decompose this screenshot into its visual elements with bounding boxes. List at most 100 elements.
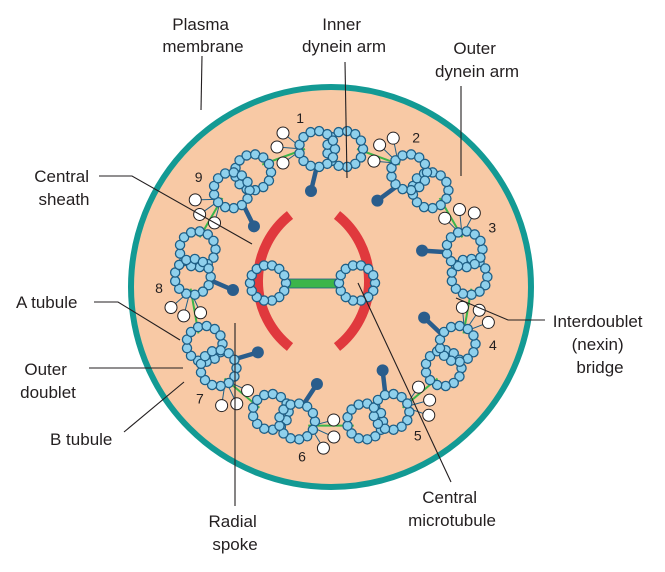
tubule-subunit — [285, 433, 296, 444]
tubule-subunit — [275, 391, 287, 403]
spoke-head — [251, 346, 264, 359]
tubule-subunit — [402, 398, 413, 409]
tubule-subunit — [468, 346, 479, 358]
tubule-subunit — [390, 155, 401, 166]
tubule-subunit — [355, 135, 367, 146]
tubule-subunit — [263, 175, 275, 186]
leader-inner-dynein-arm — [344, 61, 348, 179]
tubule-subunit — [421, 167, 433, 178]
central-bridge — [287, 278, 339, 289]
central-microtubule — [333, 260, 381, 306]
tubule-subunit — [305, 160, 316, 172]
central-microtubules — [244, 260, 381, 306]
tubule-subunit — [434, 342, 446, 354]
label-central-microtubule: Central microtubule — [408, 488, 496, 530]
tubule-subunit — [208, 189, 220, 200]
label-a-tubule: A tubule — [16, 293, 77, 312]
tubule-subunit — [251, 394, 263, 406]
outer-dynein-arm — [386, 131, 400, 145]
tubule-subunit — [457, 288, 469, 299]
inner-dynein-arm — [455, 300, 469, 314]
inner-dynein-arm — [367, 154, 381, 168]
tubule-subunit — [223, 348, 234, 359]
tubule-subunit — [278, 404, 289, 415]
label-radial-spoke: Radial spoke — [209, 512, 262, 554]
tubule-subunit — [307, 407, 319, 419]
tubule-subunit — [446, 275, 458, 287]
tubule-subunit — [294, 148, 305, 159]
doublet-number: 3 — [488, 219, 496, 235]
tubule-subunit — [203, 263, 214, 274]
spoke-head — [247, 220, 260, 233]
outer-dynein-arm — [270, 140, 284, 154]
outer-doublet — [342, 388, 415, 445]
tubule-subunit — [215, 330, 226, 341]
tubule-subunit — [452, 227, 464, 238]
tubule-subunit — [278, 269, 290, 281]
outer-dynein-arm — [215, 399, 229, 413]
tubule-subunit — [435, 170, 446, 181]
tubule-subunit — [379, 423, 391, 434]
tubule-subunit — [298, 131, 309, 143]
outer-dynein-arm — [188, 193, 202, 207]
doublet-number: 4 — [489, 337, 497, 353]
tubule-subunit — [482, 271, 493, 283]
tubule-subunit — [469, 229, 480, 240]
tubule-subunit — [441, 193, 452, 204]
tubule-subunit — [205, 271, 216, 283]
tubule-subunit — [215, 380, 226, 392]
tubule-subunit — [247, 410, 259, 422]
tubule-subunit — [305, 126, 316, 138]
tubule-subunit — [244, 185, 255, 196]
outer-dynein-arm — [373, 138, 387, 152]
outer-dynein-arm — [164, 301, 178, 315]
tubule-subunit — [219, 168, 231, 179]
tubule-subunit — [285, 399, 296, 410]
tubule-subunit — [327, 135, 339, 146]
leader-interdoublet-bridge — [455, 297, 545, 321]
tubule-subunit — [438, 326, 450, 338]
tubule-subunit — [274, 420, 285, 432]
tubule-subunit — [208, 252, 219, 263]
tubule-subunit — [241, 150, 252, 161]
leader-central-sheath — [99, 175, 253, 245]
doublet-number: 9 — [195, 169, 203, 185]
tubule-subunit — [242, 193, 253, 204]
outer-doublet — [420, 320, 481, 392]
outer-doublet — [247, 388, 321, 445]
label-outer-dynein-arm: Outer dynein arm — [435, 39, 519, 81]
tubule-subunit — [480, 279, 491, 291]
central-microtubule — [244, 260, 292, 306]
tubule-subunit — [259, 389, 270, 401]
spoke-head — [376, 364, 389, 377]
tubule-subunit — [388, 424, 399, 436]
a-tubule — [386, 149, 433, 196]
tubule-subunit — [203, 279, 214, 291]
tubule-subunit — [195, 367, 207, 378]
tubule-subunit — [404, 406, 415, 418]
outer-doublet — [169, 226, 221, 300]
tubule-subunit — [234, 155, 245, 166]
tubule-subunit — [263, 158, 275, 170]
tubule-subunit — [202, 229, 214, 240]
tubule-subunit — [333, 160, 344, 172]
a-tubule — [169, 253, 216, 300]
tubule-subunit — [259, 423, 270, 434]
tubule-subunit — [307, 424, 319, 436]
a-tubule — [434, 320, 481, 367]
tubule-subunit — [208, 235, 219, 247]
label-interdoublet-bridge: Interdoublet (nexin) bridge — [553, 312, 648, 377]
tubule-subunit — [321, 128, 333, 140]
spoke-head — [226, 284, 239, 297]
tubule-subunit — [293, 434, 305, 445]
tubule-subunit — [185, 227, 197, 238]
tubule-subunit — [441, 248, 453, 259]
outer-dynein-arm — [481, 315, 495, 329]
tubule-subunit — [475, 235, 486, 247]
tubule-subunit — [181, 254, 192, 266]
tubule-subunit — [440, 380, 451, 392]
tubule-subunit — [197, 256, 209, 268]
outer-dynein-arm — [276, 126, 290, 140]
outer-doublet — [208, 149, 277, 214]
